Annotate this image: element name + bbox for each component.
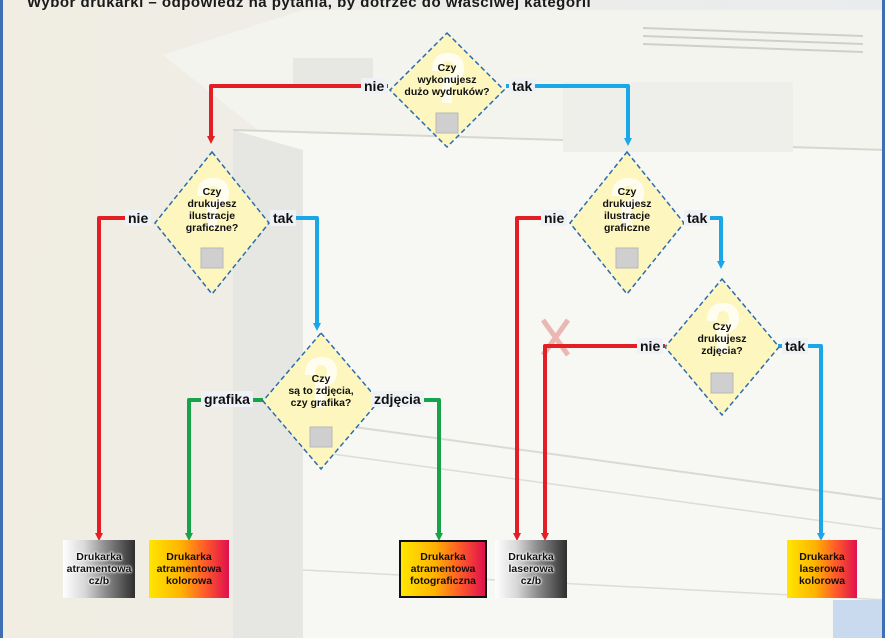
label-q5-nie: nie: [637, 338, 664, 354]
q5-line-3: zdjęcia?: [701, 345, 743, 357]
line-q5-tak: [778, 344, 825, 541]
laser-color-line-1: Drukarka: [799, 551, 845, 563]
line-q2-tak: [293, 216, 321, 331]
q2-line-2: drukujesz: [187, 198, 237, 210]
ink-photo-line-3: fotograficzna: [410, 575, 476, 587]
q2-line-3: ilustracje: [188, 210, 236, 222]
decision-q3: Czy drukujesz ilustracje graficzne: [568, 150, 686, 296]
diamond-shape: [262, 331, 380, 471]
laser-mono-line-2: laserowa: [508, 563, 554, 575]
q3-line-4: graficzne: [603, 222, 651, 234]
decision-q2: Czy drukujesz ilustracje graficzne?: [153, 150, 271, 296]
laser-mono-line-3: cz/b: [520, 575, 542, 587]
label-q1-tak: tak: [509, 78, 536, 94]
outcome-inkjet-color: Drukarka atramentowa kolorowa: [149, 540, 229, 598]
label-q5-tak: tak: [782, 338, 809, 354]
ink-mono-line-2: atramentowa: [66, 563, 132, 575]
line-q4-zdjecia: [421, 398, 443, 541]
outcome-inkjet-photo: Drukarka atramentowa fotograficzna: [399, 540, 487, 598]
outcome-laser-mono: Drukarka laserowa cz/b: [495, 540, 567, 598]
ink-mono-line-3: cz/b: [88, 575, 110, 587]
ink-photo-line-1: Drukarka: [420, 551, 466, 563]
outcome-laser-color: Drukarka laserowa kolorowa: [787, 540, 857, 598]
line-q4-grafika: [185, 398, 263, 541]
q4-line-2: są to zdjęcia,: [288, 385, 354, 397]
q1-line-2: wykonujesz: [417, 74, 477, 86]
decision-q4: Czy są to zdjęcia, czy grafika?: [261, 331, 381, 471]
ink-color-line-3: kolorowa: [165, 575, 213, 587]
diamond-shape: [664, 277, 780, 417]
q2-line-4: graficzne?: [185, 222, 239, 234]
line-q1-tak: [506, 84, 632, 146]
decision-q5: Czy drukujesz zdjęcia?: [663, 277, 781, 417]
q3-line-2: drukujesz: [602, 198, 652, 210]
ink-mono-line-1: Drukarka: [76, 551, 122, 563]
laser-mono-line-1: Drukarka: [508, 551, 554, 563]
q1-line-3: dużo wydruków?: [404, 86, 490, 98]
label-q2-tak: tak: [270, 210, 297, 226]
ink-color-line-2: atramentowa: [156, 563, 222, 575]
label-q3-nie: nie: [541, 210, 568, 226]
page-header-cut: Wybór drukarki – odpowiedz na pytania, b…: [27, 0, 592, 10]
label-q2-nie: nie: [125, 210, 152, 226]
laser-color-line-3: kolorowa: [798, 575, 846, 587]
diamond-shape: [388, 31, 506, 149]
laser-color-line-2: laserowa: [799, 563, 845, 575]
q4-line-3: czy grafika?: [290, 397, 352, 409]
q1-line-1: Czy: [437, 62, 457, 74]
decision-q1: Czy wykonujesz dużo wydruków?: [388, 31, 506, 149]
label-q1-nie: nie: [361, 78, 388, 94]
q3-line-3: ilustracje: [603, 210, 651, 222]
line-q3-nie: [513, 216, 548, 541]
line-q5-nie: [541, 344, 665, 541]
label-q4-grafika: grafika: [201, 391, 253, 407]
label-q3-tak: tak: [684, 210, 711, 226]
line-q2-nie: [95, 216, 133, 541]
q4-line-1: Czy: [311, 373, 331, 385]
q3-line-1: Czy: [617, 186, 637, 198]
diamond-shape: [154, 150, 270, 296]
q2-line-1: Czy: [202, 186, 222, 198]
label-q4-zdjecia: zdjęcia: [371, 391, 424, 407]
outcome-inkjet-mono: Drukarka atramentowa cz/b: [63, 540, 135, 598]
q5-line-1: Czy: [712, 321, 732, 333]
line-q1-nie: [207, 84, 388, 144]
q5-line-2: drukujesz: [697, 333, 747, 345]
diamond-shape: [569, 150, 685, 296]
ink-color-line-1: Drukarka: [166, 551, 212, 563]
ink-photo-line-2: atramentowa: [410, 563, 476, 575]
